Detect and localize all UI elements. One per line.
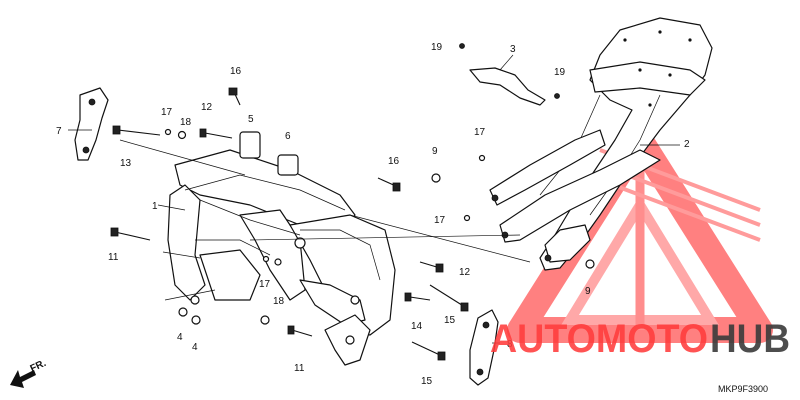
callout-2: 2 xyxy=(684,139,690,150)
callout-8: 8 xyxy=(507,339,513,350)
callout-4b: 4 xyxy=(192,342,198,353)
leader-lines xyxy=(68,54,680,344)
callout-15b: 15 xyxy=(421,376,433,387)
callout-9a: 9 xyxy=(432,146,438,157)
watermark-text-part1: AUTOMOTO xyxy=(490,317,708,361)
callout-4a: 4 xyxy=(177,332,183,343)
callout-13: 13 xyxy=(120,158,132,169)
callout-7: 7 xyxy=(56,126,62,137)
callout-17d: 17 xyxy=(259,279,271,290)
bracket-8 xyxy=(469,309,499,386)
callout-14: 14 xyxy=(411,321,423,332)
callout-9b: 9 xyxy=(585,286,591,297)
callout-19a: 19 xyxy=(431,42,443,53)
stay-3 xyxy=(469,67,546,106)
callout-6: 6 xyxy=(285,131,291,142)
callout-18b: 18 xyxy=(273,296,285,307)
callout-12b: 12 xyxy=(459,267,471,278)
callout-19b: 19 xyxy=(554,67,566,78)
watermark-text-part2: HUB xyxy=(710,317,790,361)
collar-5 xyxy=(239,131,261,159)
callout-12a: 12 xyxy=(201,102,213,113)
callout-17c: 17 xyxy=(434,215,446,226)
callout-17a: 17 xyxy=(161,107,173,118)
callout-3: 3 xyxy=(510,44,516,55)
svg-text:FR.: FR. xyxy=(29,358,48,375)
watermark-text: AUTOMOTO HUB xyxy=(490,317,790,361)
callout-11b: 11 xyxy=(294,363,305,374)
diagram-code: MKP9F3900 xyxy=(718,384,768,394)
main-frame xyxy=(167,149,396,366)
callout-labels: 1 2 3 4 4 5 6 7 8 9 9 11 11 12 12 13 14 … xyxy=(56,42,690,387)
callout-5: 5 xyxy=(248,114,254,125)
bolts xyxy=(110,87,469,361)
callout-1: 1 xyxy=(152,201,158,212)
callout-11a: 11 xyxy=(108,252,119,263)
front-direction-arrow: FR. xyxy=(10,358,48,388)
washers xyxy=(164,43,595,325)
callout-16a: 16 xyxy=(230,66,242,77)
callout-16b: 16 xyxy=(388,156,400,167)
collar-6 xyxy=(277,154,299,176)
bracket-7 xyxy=(74,87,109,161)
rear-subframe xyxy=(489,17,713,271)
callout-15a: 15 xyxy=(444,315,456,326)
callout-17b: 17 xyxy=(474,127,486,138)
callout-18a: 18 xyxy=(180,117,192,128)
